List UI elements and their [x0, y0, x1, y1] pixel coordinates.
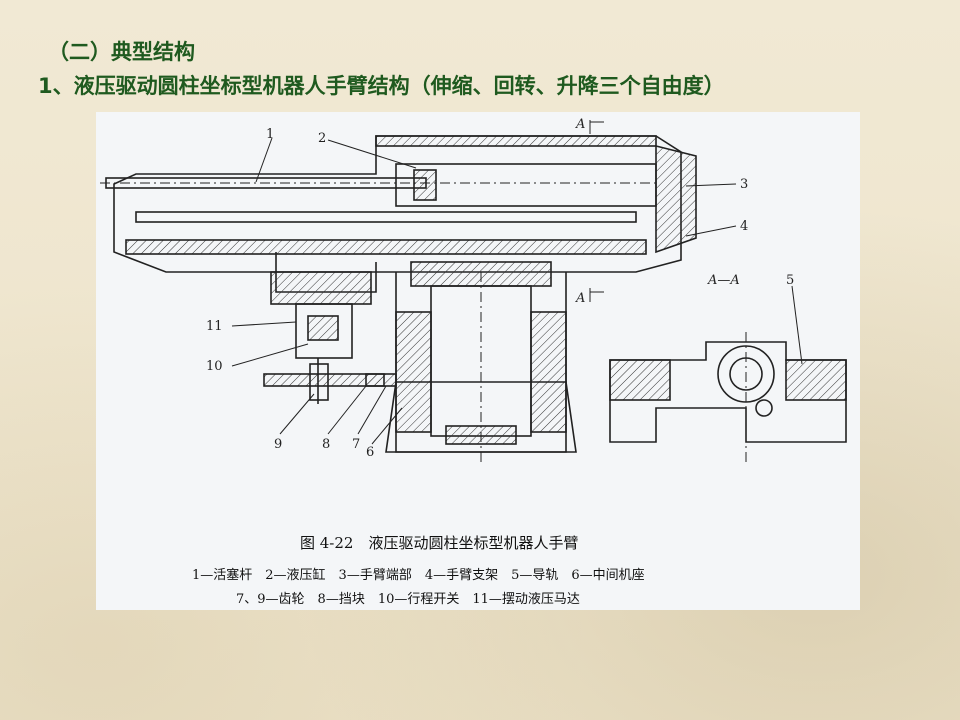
gear-7	[365, 373, 397, 387]
label-2: 2	[318, 131, 326, 146]
figure-panel: 1 2 3 4 5 11 10 9 8 7 6 A A A—A 图 4-22 液…	[96, 112, 860, 610]
cylinder-piston	[413, 169, 437, 201]
section-title: A—A	[707, 273, 740, 288]
robot-arm-diagram: 1 2 3 4 5 11 10 9 8 7 6 A A A—A	[100, 117, 847, 462]
arm-end	[655, 144, 697, 254]
label-1: 1	[266, 127, 274, 142]
section-mark-bottom: A	[575, 291, 585, 306]
label-8: 8	[322, 437, 330, 452]
figure-caption: 图 4-22 液压驱动圆柱坐标型机器人手臂	[300, 534, 579, 552]
label-9: 9	[274, 437, 282, 452]
label-6: 6	[366, 445, 374, 460]
swing-hydraulic-motor	[295, 303, 353, 359]
label-11: 11	[206, 319, 223, 334]
label-3: 3	[740, 177, 748, 192]
housing-bottom-wall	[125, 239, 647, 255]
label-5: 5	[786, 273, 794, 288]
figure-legend-line: 7、9—齿轮 8—挡块 10—行程开关 11—摆动液压马达	[236, 592, 580, 607]
arm-housing	[113, 135, 682, 273]
section-a-a	[609, 341, 847, 443]
label-10: 10	[206, 359, 223, 374]
figure-legend-line: 1—活塞杆 2—液压缸 3—手臂端部 4—手臂支架 5—导轨 6—中间机座	[192, 568, 645, 583]
guide-rod	[135, 211, 637, 223]
section-mark-top: A	[575, 117, 585, 132]
label-7: 7	[352, 437, 360, 452]
housing-top-wall	[375, 135, 657, 147]
motor-flange	[270, 271, 372, 305]
section-heading: （二）典型结构	[48, 40, 195, 64]
label-4: 4	[740, 219, 748, 234]
slide-title: 1、液压驱动圆柱坐标型机器人手臂结构（伸缩、回转、升降三个自由度）	[38, 74, 725, 98]
shaft-bearing	[445, 425, 517, 445]
stop-block	[309, 363, 329, 401]
